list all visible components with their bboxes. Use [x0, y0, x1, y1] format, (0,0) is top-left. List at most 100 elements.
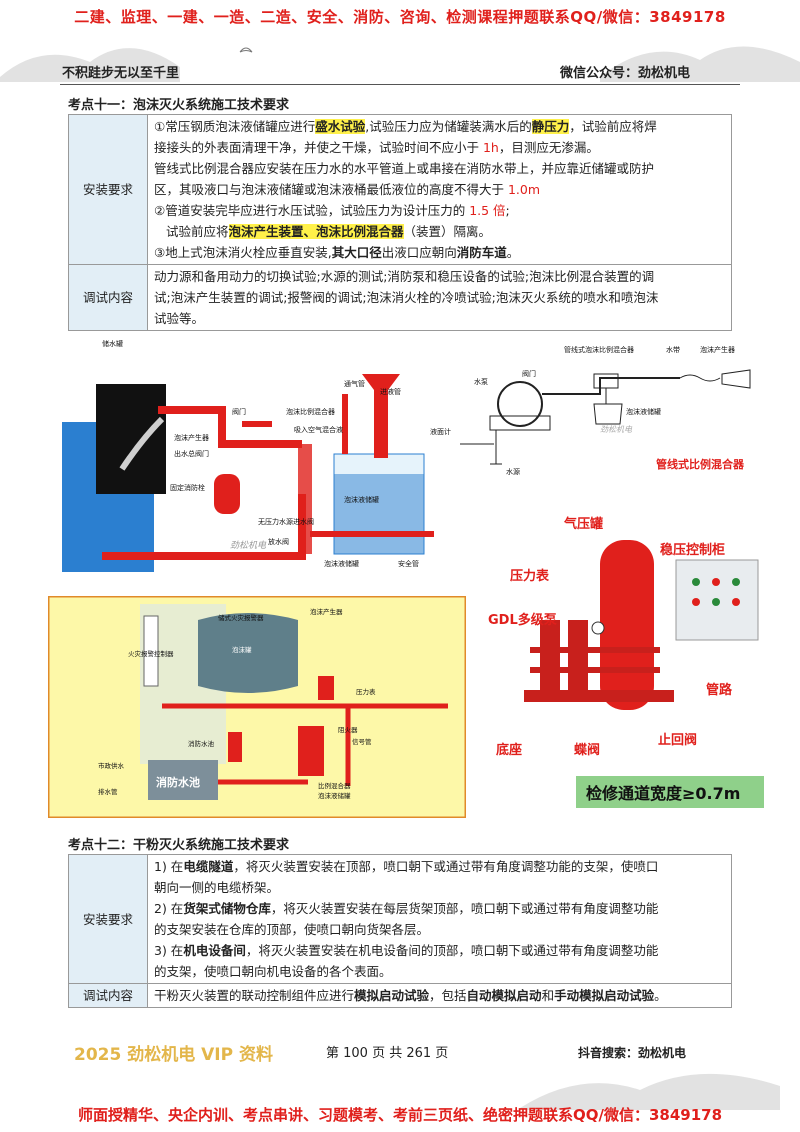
fig4-label: 止回阀: [658, 732, 697, 748]
text-seg: 2) 在: [154, 901, 184, 916]
fig2-label: 水源: [506, 467, 520, 476]
fig1-label: 进液管: [380, 387, 401, 396]
text-seg: 区，其吸液口与泡沫液储罐或泡沫液桶最低液位的高度不得大于: [154, 182, 508, 197]
fig3-label: 比例混合器: [318, 781, 351, 790]
install-label: 安装要求: [68, 114, 148, 265]
text-seg: 1) 在: [154, 859, 184, 874]
text-seg: 接接头的外表面清理干净，并使之干燥，试验时间不应小于: [154, 140, 483, 155]
fig1-label: 放水阀: [268, 537, 289, 546]
text-seg: 3) 在: [154, 943, 184, 958]
highlight-text: 泡沫产生装置、泡沫比例混合器: [228, 224, 404, 239]
text-seg: ，目测应无渗漏。: [498, 140, 599, 155]
fig1-label: 泡沫液储罐: [344, 495, 379, 504]
fig4-label: 压力表: [510, 568, 550, 584]
install-content: ①常压钢质泡沫液储罐应进行盛水试验,试验压力应为储罐装满水后的静压力，试验前应将…: [147, 114, 732, 265]
fig1-label: 吸入空气混合液: [294, 425, 343, 434]
text-seg: 。: [506, 245, 520, 260]
debug-label-text: 调试内容: [82, 290, 133, 305]
debug-label: 调试内容: [68, 983, 148, 1008]
text-line: 的支架安装在仓库的顶部，使喷口朝向货架各层。: [154, 922, 430, 937]
red-text: 1h: [482, 140, 499, 155]
text-seg: ①常压钢质泡沫液储罐应进行: [154, 119, 316, 134]
pump: [214, 474, 240, 514]
fig3-label: 排水管: [98, 787, 118, 796]
fig3-label: 泡沫罐: [232, 645, 252, 654]
fig3-label: 泡沫液储罐: [318, 791, 351, 800]
fig2-label: 泡沫产生器: [700, 345, 735, 354]
debug-content: 动力源和备用动力的切换试验;水源的测试;消防泵和稳压设备的试验;泡沫比例混合装置…: [147, 264, 732, 331]
table-row: 安装要求 1) 在电缆隧道，将灭火装置安装在顶部，喷口朝下或通过带有角度调整功能…: [68, 854, 732, 984]
install-content: 1) 在电缆隧道，将灭火装置安装在顶部，喷口朝下或通过带有角度调整功能的支架，使…: [147, 854, 732, 984]
inline-proportioner-diagram: 管线式泡沫比例混合器 水带 泡沫产生器 水泵 阀门 泡沫液储罐 水源 劲松机电 …: [460, 334, 760, 480]
text-seg: 。: [654, 988, 667, 1003]
fig1-label: 出水总阀门: [174, 449, 209, 458]
fig4-label: 稳压控制柜: [660, 542, 725, 558]
install-label: 安装要求: [68, 854, 148, 984]
text-seg: （装置）隔离。: [403, 224, 492, 239]
text-line: 试验等。: [154, 311, 205, 326]
highlight-text: 盛水试验: [315, 119, 366, 134]
fig3-label: 压力表: [356, 687, 376, 696]
red-text: 1.0m: [507, 182, 541, 197]
fig3-label: 信号管: [352, 737, 372, 746]
debug-content: 干粉灭火装置的联动控制组件应进行模拟启动试验，包括自动模拟启动和手动模拟启动试验…: [147, 983, 732, 1008]
text-seg: 和: [541, 988, 555, 1003]
width-note: 检修通道宽度≥0.7m: [586, 784, 740, 803]
section11-title: 考点十一：泡沫灭火系统施工技术要求: [68, 98, 290, 113]
bold-text: 其大口径: [331, 245, 382, 260]
fig1-label: 无压力水源进水阀: [258, 517, 314, 526]
ink-landscape-decoration: [520, 1073, 780, 1110]
install-label-text: 安装要求: [82, 182, 133, 197]
text-seg: ,试验压力应为储罐装满水后的: [365, 119, 532, 134]
pressure-stabilizer-equipment: 气压罐 稳压控制柜 压力表 GDL多级泵 管路 底座 蝶阀 止回阀 检修通道宽度…: [480, 500, 780, 820]
pressure-gauge: [591, 621, 605, 635]
text-line: 动力源和备用动力的切换试验;水源的测试;消防泵和稳压设备的试验;泡沫比例混合装置…: [154, 269, 655, 284]
fig1-label: 安全管: [398, 559, 419, 568]
watermark: 劲松机电: [600, 425, 633, 434]
proportioner: [298, 726, 324, 776]
text-seg: 试验前应将: [166, 224, 229, 239]
fire-pool-system-diagram: 消防水池 储式火灾报警器 泡沫产生器 泡沫罐 火灾报警控制器 压力表 阻火器 消…: [48, 596, 466, 818]
text-line: ①常压钢质泡沫液储罐应进行盛水试验,试验压力应为储罐装满水后的静压力，试验前应将…: [154, 116, 725, 137]
bold-text: 电缆隧道: [183, 859, 234, 874]
fig4-label: 底座: [496, 742, 522, 758]
bold-text: 机电设备间: [183, 943, 246, 958]
table-row: 调试内容 干粉灭火装置的联动控制组件应进行模拟启动试验，包括自动模拟启动和手动模…: [68, 983, 732, 1008]
fig4-label: 蝶阀: [574, 742, 600, 758]
text-seg: ，将灭火装置安装在每层货架顶部，喷口朝下或通过带有角度调整功能: [270, 901, 659, 916]
fig2-label: 阀门: [522, 369, 536, 378]
fig1-label: 泡沫液储罐: [324, 559, 359, 568]
header-motto: 不积跬步无以至千里: [62, 66, 180, 81]
foam-system-schematic: 储水罐 阀门 泡沫比例混合器 通气管 进液管 泡沫产生器 出水总阀门 吸入空气混…: [62, 334, 454, 578]
text-line: 区，其吸液口与泡沫液储罐或泡沫液桶最低液位的高度不得大于 1.0m: [154, 179, 725, 200]
footer-douyin: 抖音搜索：劲松机电: [578, 1046, 687, 1060]
foam-tank-symbol: [593, 403, 623, 425]
text-line: 试验前应将泡沫产生装置、泡沫比例混合器（装置）隔离。: [154, 221, 725, 242]
top-banner: 二建、监理、一建、一造、二造、安全、消防、咨询、检测课程押题联系QQ/微信：38…: [74, 8, 726, 26]
bottom-banner: 师面授精华、央企内训、考点串讲、习题模考、考前三页纸、绝密押题联系QQ/微信：3…: [77, 1106, 723, 1124]
width-note-box: [576, 776, 764, 808]
control-cabinet: [675, 559, 759, 641]
fig4-label: 管路: [706, 682, 733, 698]
alarm-panel: [143, 615, 159, 687]
fig1-label: 储水罐: [102, 339, 123, 348]
text-line: 朝向一侧的电缆桥架。: [154, 880, 280, 895]
section11-table: 安装要求 ①常压钢质泡沫液储罐应进行盛水试验,试验压力应为储罐装满水后的静压力，…: [68, 114, 732, 331]
section12-table: 安装要求 1) 在电缆隧道，将灭火装置安装在顶部，喷口朝下或通过带有角度调整功能…: [68, 854, 732, 1008]
table-row: 调试内容 动力源和备用动力的切换试验;水源的测试;消防泵和稳压设备的试验;泡沫比…: [68, 264, 732, 331]
fig2-label: 管线式泡沫比例混合器: [564, 345, 634, 354]
table-row: 安装要求 ①常压钢质泡沫液储罐应进行盛水试验,试验压力应为储罐装满水后的静压力，…: [68, 114, 732, 265]
header-account: 微信公众号：劲松机电: [559, 66, 690, 81]
red-text: 1.5 倍: [469, 203, 506, 218]
fig1-label: 固定消防栓: [170, 483, 205, 492]
fig3-label: 储式火灾报警器: [218, 613, 264, 622]
fig2-label: 水带: [666, 345, 680, 354]
foam-tank: [334, 474, 424, 554]
text-line: ②管道安装完毕应进行水压试验，试验压力为设计压力的 1.5 倍;: [154, 200, 725, 221]
fig3-label: 泡沫产生器: [310, 607, 343, 616]
text-seg: 出液口应朝向: [381, 245, 457, 260]
text-line: 的支架，使喷口朝向机电设备的各个表面。: [154, 964, 392, 979]
black-tank: [96, 384, 166, 494]
text-line: 管线式比例混合器应安装在压力水的水平管道上或串接在消防水带上，并应靠近储罐或防护: [154, 161, 655, 176]
footer-brand: 2025 劲松机电 VIP 资料: [74, 1045, 274, 1065]
